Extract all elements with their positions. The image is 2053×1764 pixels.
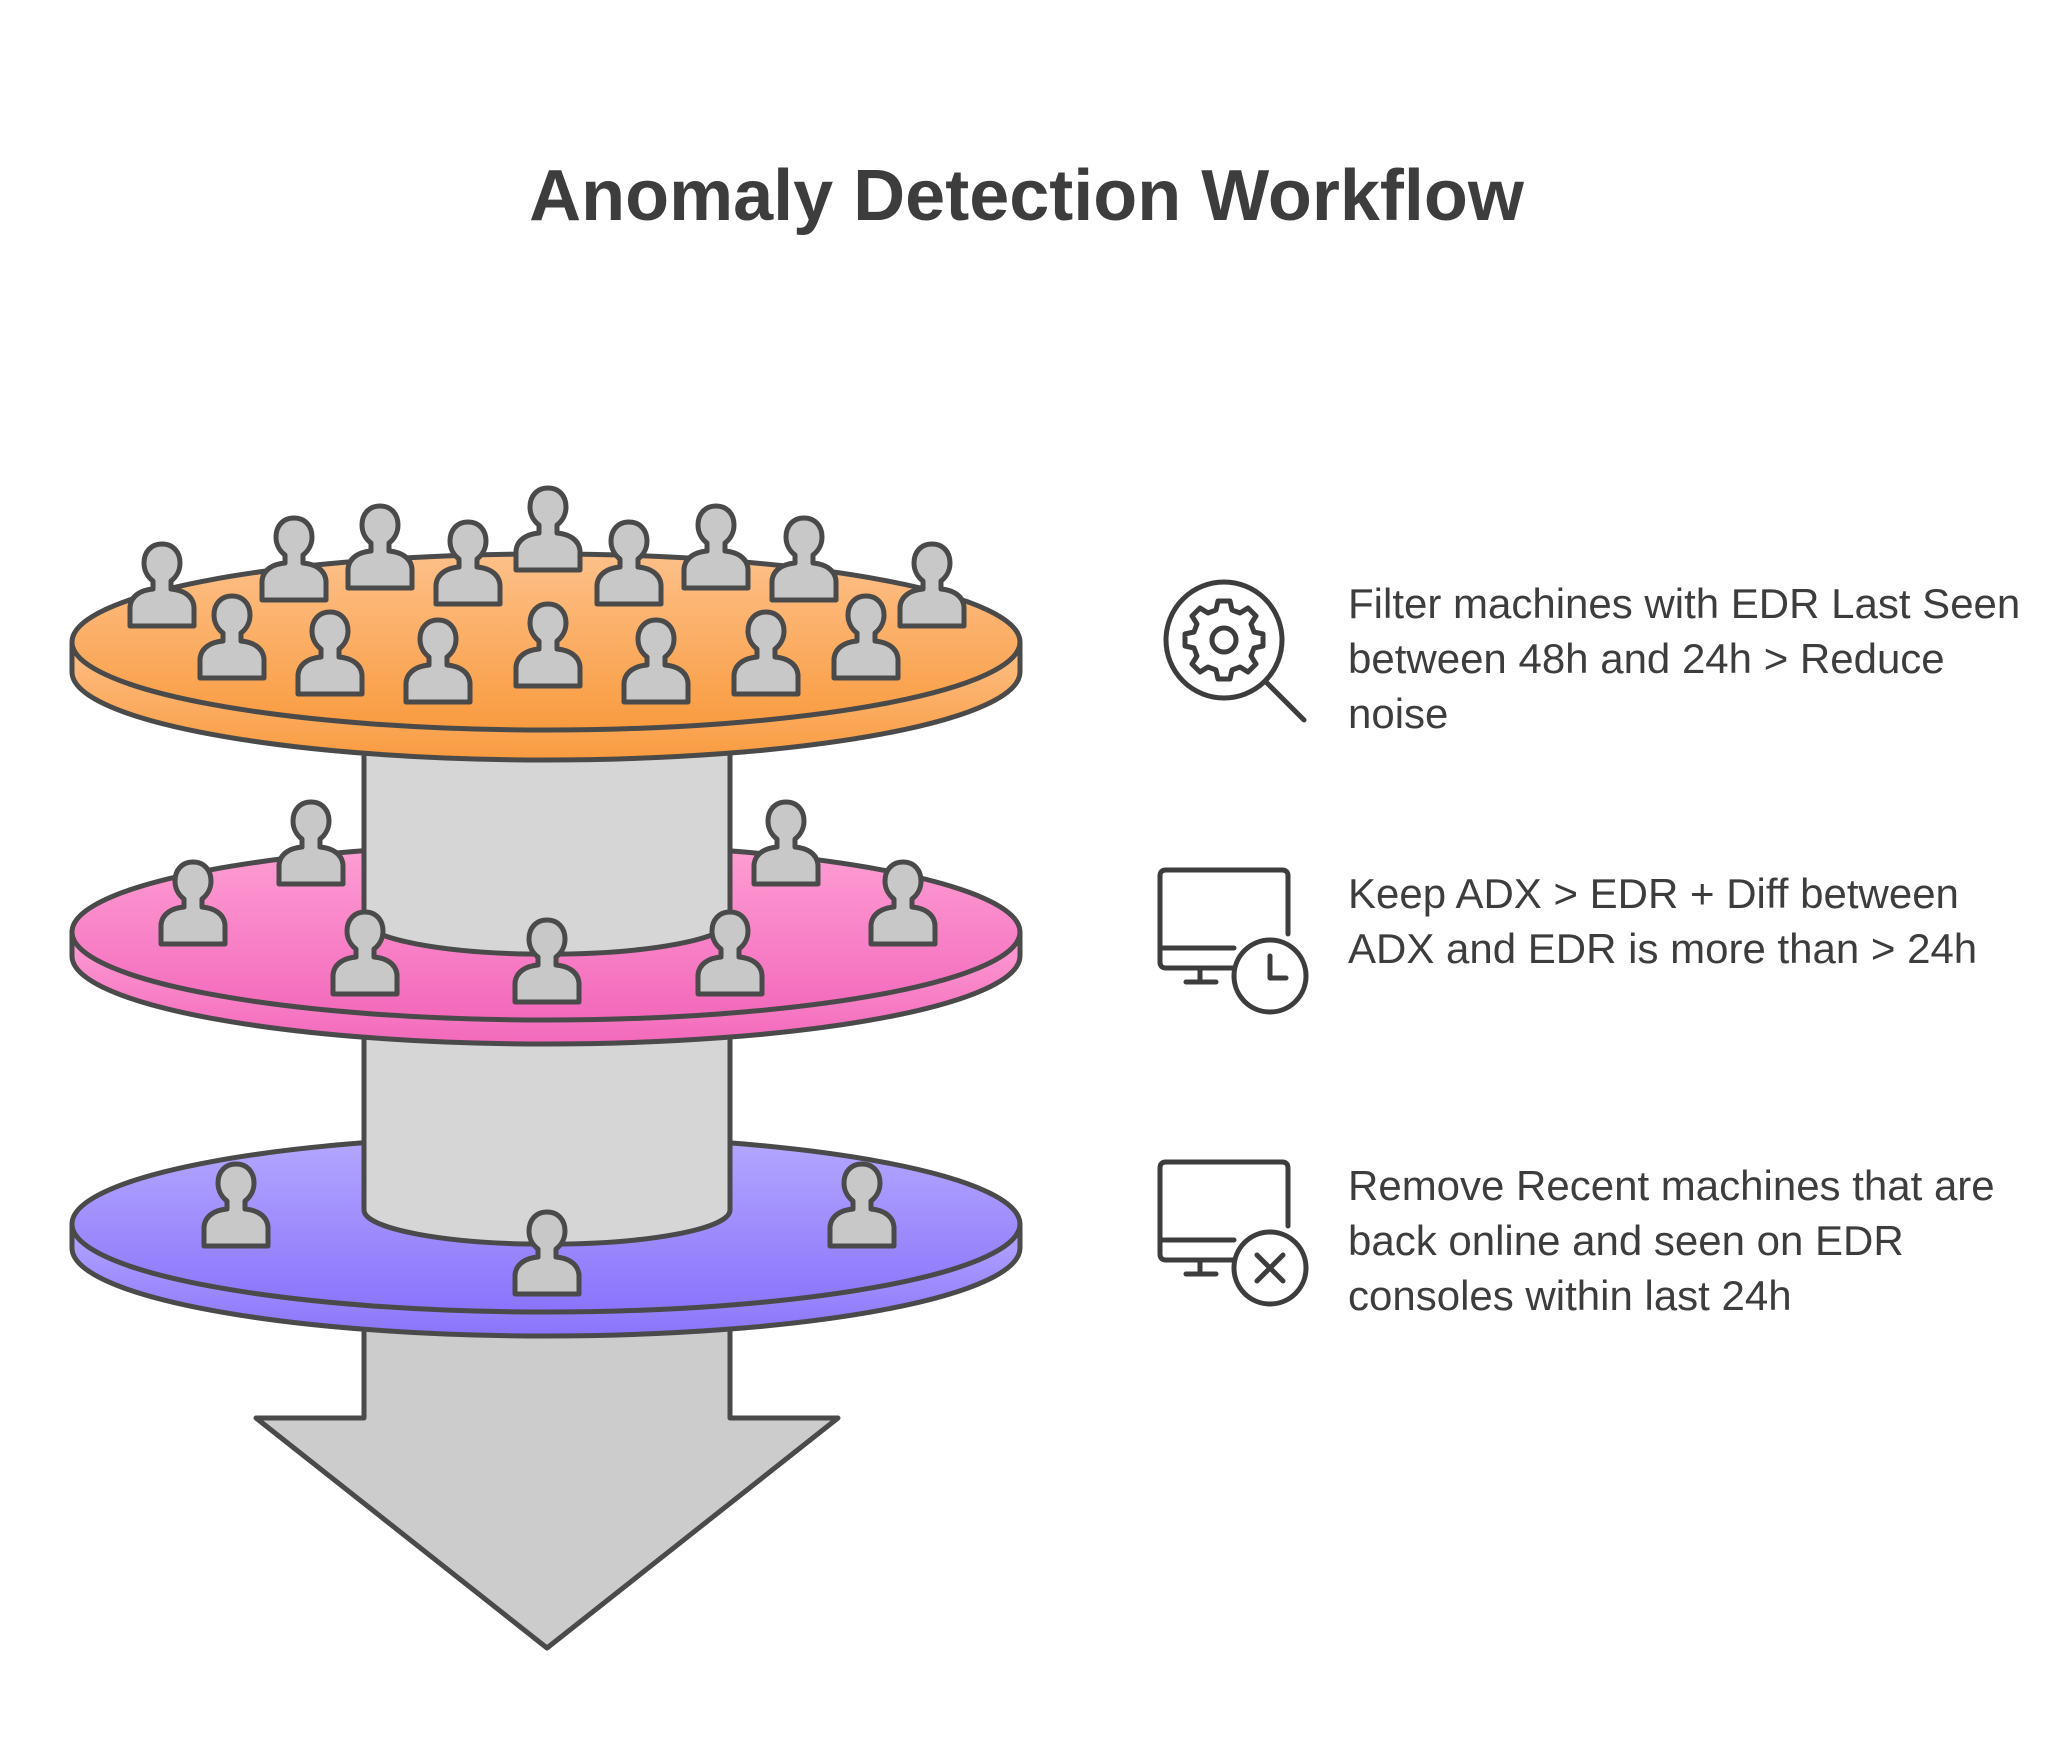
monitor-x-icon [1157,1159,1309,1307]
layer-2-disc [69,841,1023,1047]
machine-person-icon [279,802,343,884]
machine-person-icon [772,518,836,600]
machine-person-icon [262,518,326,600]
step-3-text: Remove Recent machines that are back onl… [1348,1162,1995,1319]
funnel-diagram [69,0,1023,1651]
gear-magnifier-icon [1163,579,1307,723]
page-title: Anomaly Detection Workflow [529,156,1524,236]
step-1-text: Filter machines with EDR Last Seen betwe… [1348,580,2021,737]
machine-person-icon [516,488,580,570]
step-2-text: Keep ADX > EDR + Diff between ADX and ED… [1348,870,1978,972]
machine-person-icon [348,506,412,588]
funnel-arrow [253,1317,841,1651]
machine-person-icon [754,802,818,884]
monitor-clock-icon [1157,867,1309,1015]
machine-person-icon [684,506,748,588]
